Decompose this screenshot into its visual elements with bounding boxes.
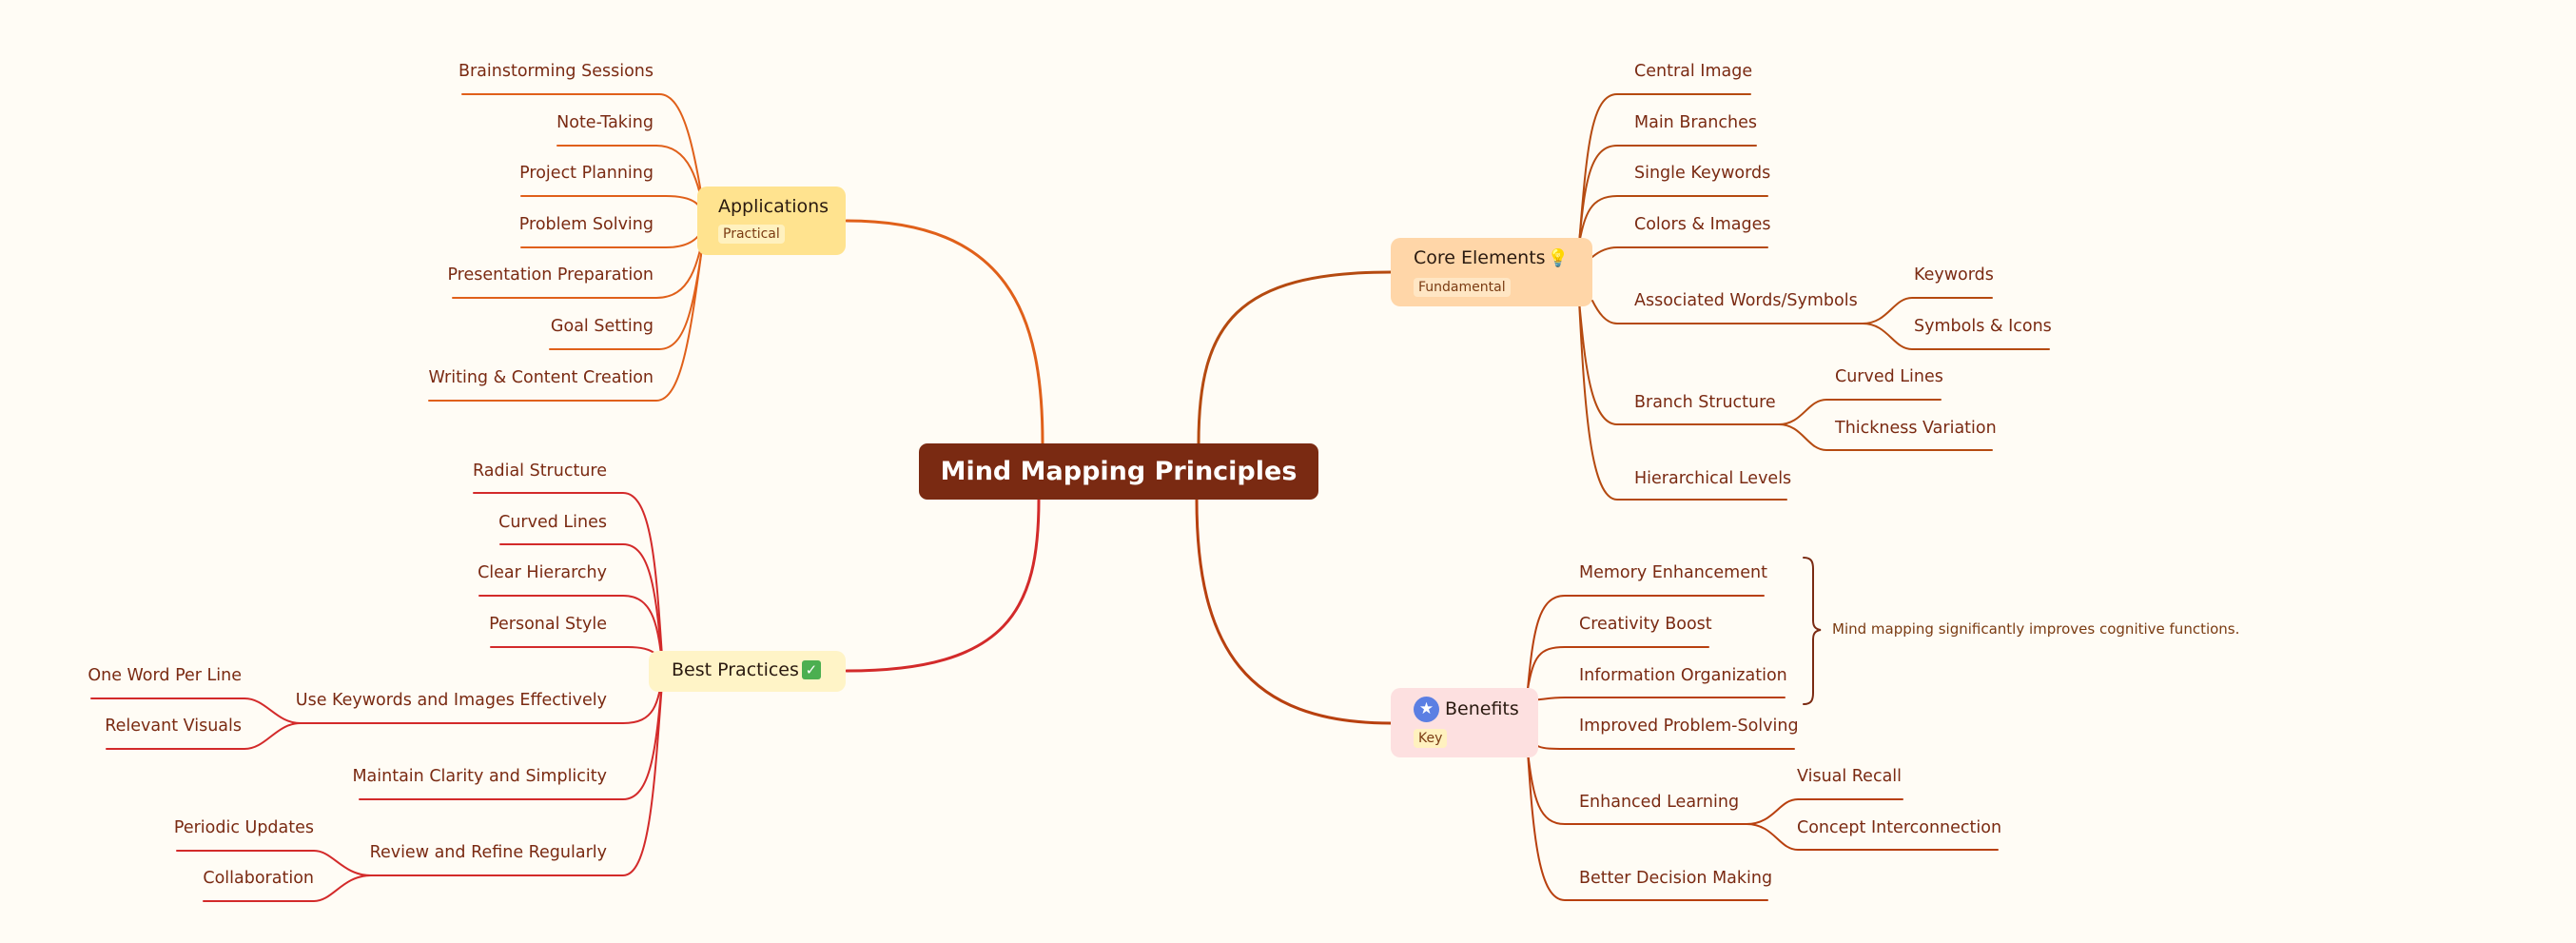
leaf-central-image[interactable]: Central Image xyxy=(1634,62,1753,81)
leaf-associated-words[interactable]: Associated Words/Symbols xyxy=(1634,291,1858,310)
leaf-concept-interconnection[interactable]: Concept Interconnection xyxy=(1797,818,2002,837)
leaf-maintain-clarity[interactable]: Maintain Clarity and Simplicity xyxy=(352,767,607,786)
leaf-branch-structure[interactable]: Branch Structure xyxy=(1634,393,1776,412)
leaf-information-organization[interactable]: Information Organization xyxy=(1579,666,1787,685)
leaf-writing-content[interactable]: Writing & Content Creation xyxy=(428,368,654,387)
leaf-better-decision-making[interactable]: Better Decision Making xyxy=(1579,869,1773,888)
connector-root-practices xyxy=(845,498,1041,673)
leaf-brainstorming[interactable]: Brainstorming Sessions xyxy=(458,62,654,81)
leaf-memory-enhancement[interactable]: Memory Enhancement xyxy=(1579,563,1767,582)
root-topic[interactable]: Mind Mapping Principles xyxy=(919,443,1318,500)
node-core-elements[interactable]: Core Elements💡 Fundamental xyxy=(1391,238,1592,306)
leaf-review-refine[interactable]: Review and Refine Regularly xyxy=(369,843,607,862)
leaf-main-branches[interactable]: Main Branches xyxy=(1634,113,1757,132)
leaf-colors-images[interactable]: Colors & Images xyxy=(1634,215,1771,234)
leaf-problem-solving[interactable]: Problem Solving xyxy=(518,215,654,234)
leaf-relevant-visuals[interactable]: Relevant Visuals xyxy=(105,717,242,736)
leaf-presentation-preparation[interactable]: Presentation Preparation xyxy=(447,265,654,285)
node-applications[interactable]: Applications Practical xyxy=(697,187,846,255)
leaf-enhanced-learning[interactable]: Enhanced Learning xyxy=(1579,793,1740,812)
node-best-practices[interactable]: Best Practices✓ xyxy=(649,651,846,692)
leaf-personal-style[interactable]: Personal Style xyxy=(489,615,607,634)
leaf-visual-recall[interactable]: Visual Recall xyxy=(1797,767,1903,786)
leaf-radial-structure[interactable]: Radial Structure xyxy=(472,462,607,481)
leaf-hierarchical-levels[interactable]: Hierarchical Levels xyxy=(1634,469,1792,488)
star-icon: ★ xyxy=(1414,697,1439,722)
leaf-clear-hierarchy[interactable]: Clear Hierarchy xyxy=(478,563,607,582)
connector-root-benefits xyxy=(1195,498,1393,725)
node-applications-tag: Practical xyxy=(718,225,785,244)
node-benefits-tag: Key xyxy=(1414,729,1448,748)
check-icon: ✓ xyxy=(801,660,821,679)
node-core-elements-tag: Fundamental xyxy=(1414,278,1511,297)
leaf-symbols-icons[interactable]: Symbols & Icons xyxy=(1914,317,2052,336)
leaf-note-taking[interactable]: Note-Taking xyxy=(556,113,654,132)
leaf-periodic-updates[interactable]: Periodic Updates xyxy=(173,818,314,837)
leaf-goal-setting[interactable]: Goal Setting xyxy=(550,317,654,336)
leaf-thickness-variation[interactable]: Thickness Variation xyxy=(1835,419,1997,438)
leaf-use-keywords-images[interactable]: Use Keywords and Images Effectively xyxy=(295,691,607,710)
leaf-creativity-boost[interactable]: Creativity Boost xyxy=(1579,615,1712,634)
lightbulb-icon: 💡 xyxy=(1547,248,1569,268)
connector-root-applications xyxy=(845,219,1044,445)
leaf-collaboration[interactable]: Collaboration xyxy=(203,869,314,888)
node-applications-label: Applications xyxy=(718,196,829,217)
leaf-curved-lines-core[interactable]: Curved Lines xyxy=(1835,367,1943,386)
node-best-practices-label: Best Practices xyxy=(672,659,799,680)
leaf-one-word-per-line[interactable]: One Word Per Line xyxy=(88,666,242,685)
node-benefits[interactable]: ★ Benefits Key xyxy=(1391,688,1538,757)
connector-root-core xyxy=(1197,270,1393,445)
leaf-curved-lines-bp[interactable]: Curved Lines xyxy=(498,513,607,532)
leaf-project-planning[interactable]: Project Planning xyxy=(519,164,654,183)
node-benefits-label: Benefits xyxy=(1445,698,1519,719)
leaf-single-keywords[interactable]: Single Keywords xyxy=(1634,164,1771,183)
leaf-keywords[interactable]: Keywords xyxy=(1914,265,1994,285)
benefits-summary[interactable]: Mind mapping significantly improves cogn… xyxy=(1832,620,2240,638)
summary-brace xyxy=(1803,557,1822,705)
leaf-improved-problem-solving[interactable]: Improved Problem-Solving xyxy=(1579,717,1799,736)
node-core-elements-label: Core Elements xyxy=(1414,247,1546,268)
